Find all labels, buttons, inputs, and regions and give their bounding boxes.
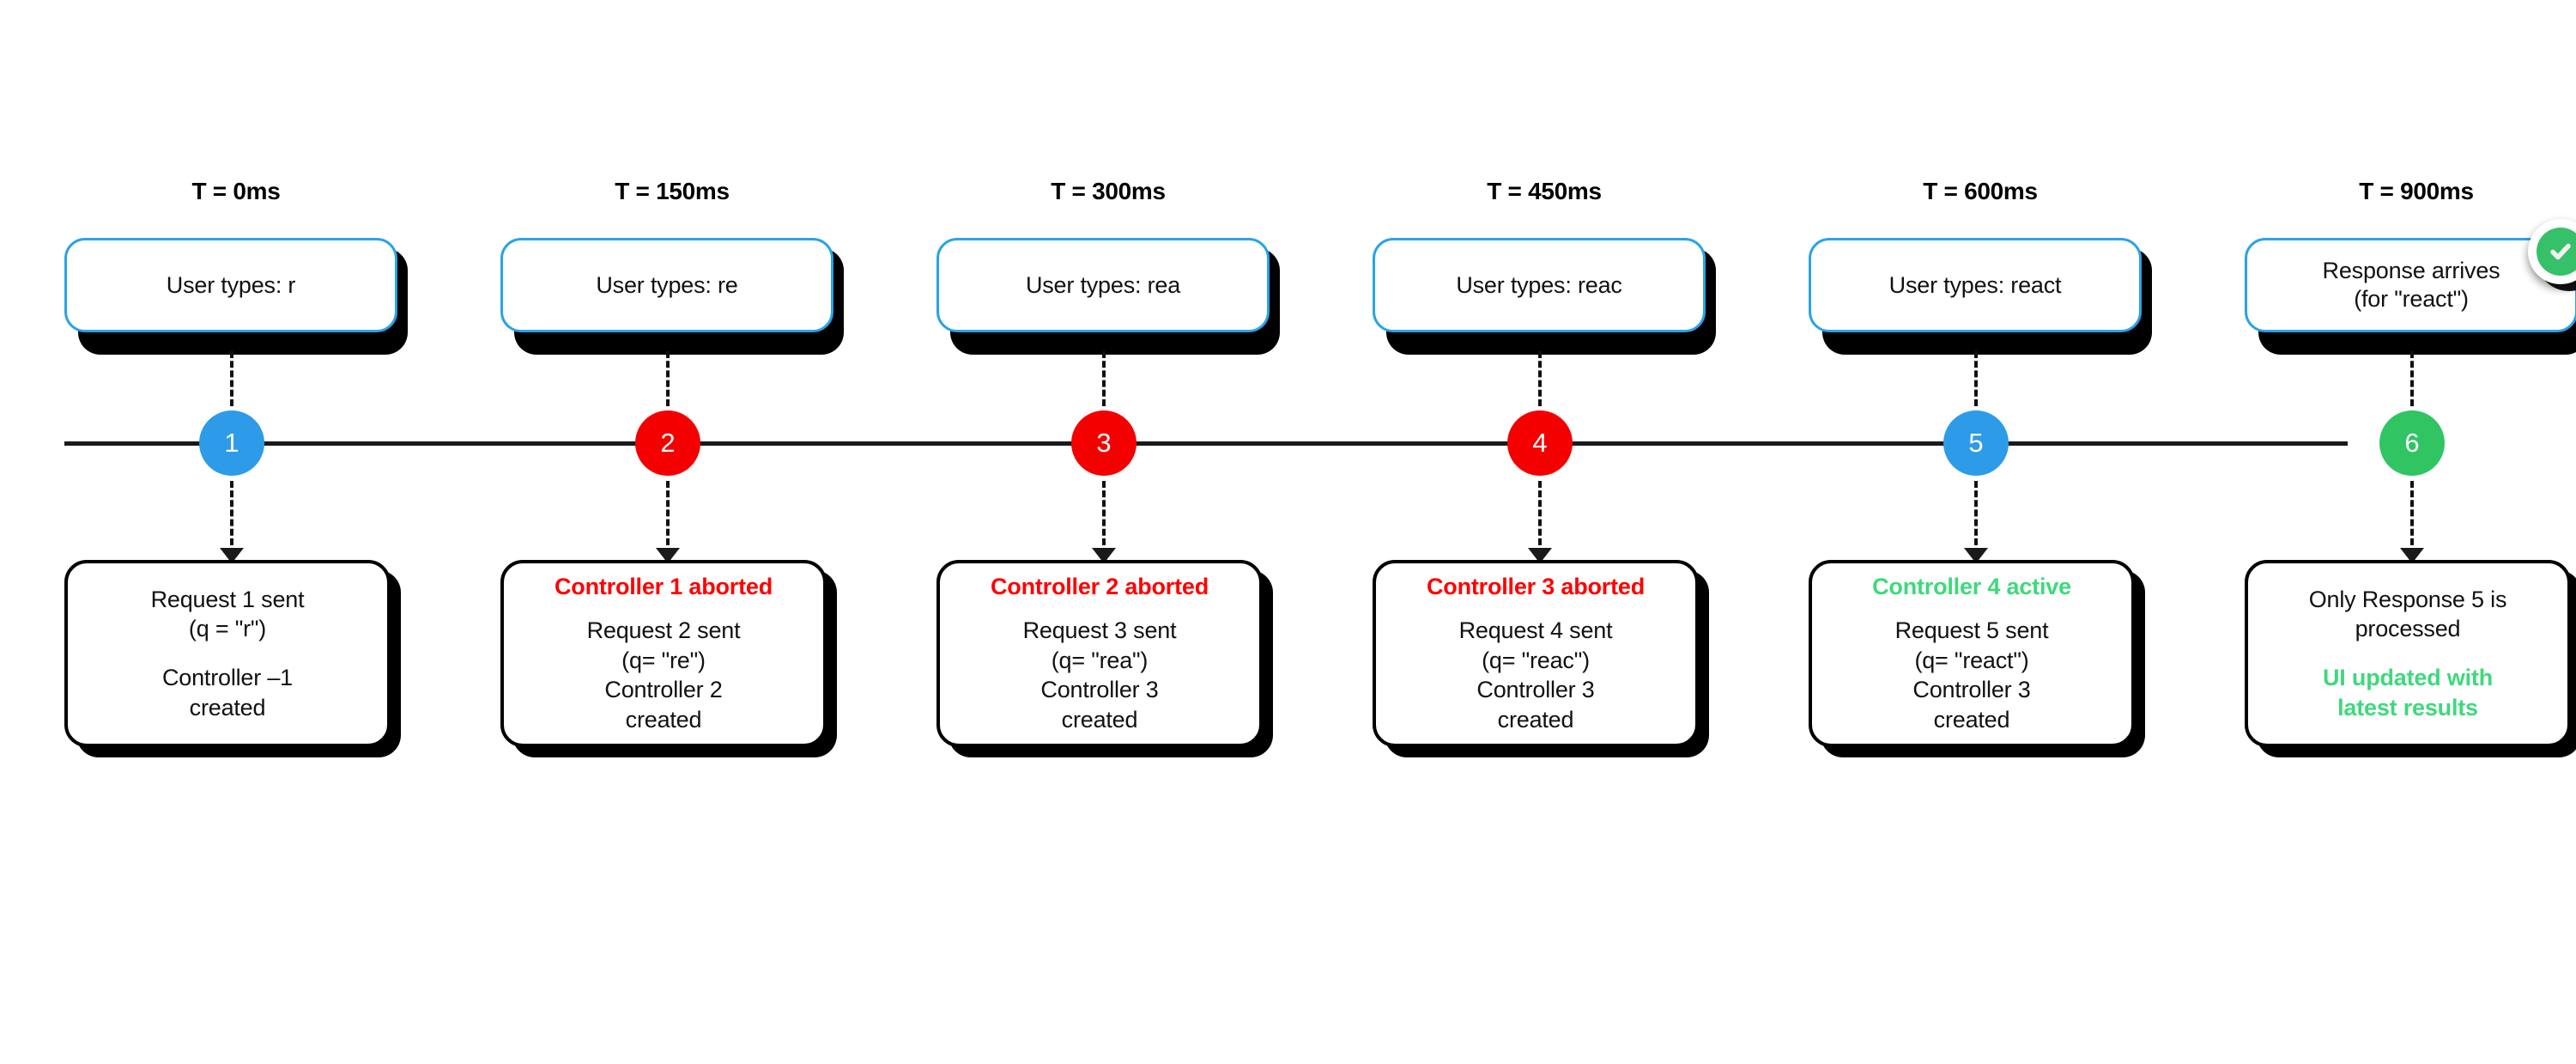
detail-footer-text: Controller –1 created <box>162 665 293 720</box>
connector-marker-to-box <box>1102 481 1106 555</box>
check-circle-icon <box>2528 219 2576 284</box>
status-text: Controller 1 aborted <box>554 573 773 599</box>
connector-marker-to-box <box>230 481 233 555</box>
detail-box-body: Request 1 sent (q = "r") Controller –1 cr… <box>64 560 391 747</box>
arrowhead-icon <box>1528 548 1552 563</box>
detail-box-body: Only Response 5 is processed UI updated w… <box>2245 560 2571 747</box>
arrowhead-icon <box>1092 548 1116 563</box>
event-card-text: User types: re <box>596 271 738 298</box>
time-label: T = 0ms <box>191 178 281 204</box>
detail-text: Request 1 sent (q = "r") <box>150 586 305 642</box>
detail-text: Request 2 sent (q= "re") Controller 2 cr… <box>586 617 741 733</box>
time-label: T = 900ms <box>2359 178 2474 204</box>
connector-marker-to-box <box>666 481 670 555</box>
connector-marker-to-box <box>1538 481 1542 555</box>
event-card[interactable]: User types: react <box>1809 238 2152 355</box>
time-label: T = 600ms <box>1923 178 2038 204</box>
status-text: Controller 3 aborted <box>1426 573 1646 599</box>
detail-text: Request 5 sent (q= "react") Controller 3… <box>1894 617 2049 733</box>
arrowhead-icon <box>1964 548 1988 563</box>
event-card-body: User types: reac <box>1373 238 1706 332</box>
detail-text: Request 3 sent (q= "rea") Controller 3 c… <box>1022 617 1177 733</box>
connector-card-to-marker <box>1974 351 1978 406</box>
timeline-marker-2[interactable]: 2 <box>635 410 700 476</box>
timeline-axis-line <box>64 441 2348 446</box>
timeline-marker-4[interactable]: 4 <box>1507 410 1573 476</box>
event-card-body: User types: re <box>500 238 833 332</box>
event-card[interactable]: User types: r <box>64 238 408 355</box>
connector-card-to-marker <box>2410 351 2414 406</box>
event-card-body: User types: rea <box>936 238 1270 332</box>
event-card-text: User types: reac <box>1456 271 1622 298</box>
timeline-marker-3[interactable]: 3 <box>1071 410 1136 476</box>
event-card-body: Response arrives (for "react") <box>2245 238 2576 332</box>
detail-box[interactable]: Request 1 sent (q = "r") Controller –1 cr… <box>64 560 408 757</box>
detail-text: Only Response 5 is processed <box>2308 586 2507 642</box>
detail-footer-text: UI updated with latest results <box>2323 665 2493 720</box>
connector-marker-to-box <box>2410 481 2414 555</box>
event-card-text: Response arrives (for "react") <box>2322 258 2500 312</box>
timeline-marker-6[interactable]: 6 <box>2379 410 2445 476</box>
status-text: Controller 2 aborted <box>990 573 1209 599</box>
arrowhead-icon <box>2400 548 2424 563</box>
connector-marker-to-box <box>1974 481 1978 555</box>
event-card-body: User types: r <box>64 238 397 332</box>
time-label: T = 300ms <box>1051 178 1166 204</box>
connector-card-to-marker <box>230 351 233 406</box>
connector-card-to-marker <box>1102 351 1106 406</box>
detail-text: Request 4 sent (q= "reac") Controller 3 … <box>1458 617 1613 733</box>
time-label: T = 450ms <box>1487 178 1602 204</box>
event-card[interactable]: User types: re <box>500 238 844 355</box>
event-card-text: User types: r <box>166 271 296 298</box>
event-card-body: User types: react <box>1809 238 2142 332</box>
arrowhead-icon <box>656 548 680 563</box>
event-card-text: User types: rea <box>1025 271 1181 298</box>
timeline-marker-1[interactable]: 1 <box>199 410 264 476</box>
connector-card-to-marker <box>666 351 670 406</box>
status-text: Controller 4 active <box>1872 573 2071 599</box>
event-card[interactable]: User types: rea <box>936 238 1280 355</box>
connector-card-to-marker <box>1538 351 1542 406</box>
event-card[interactable]: User types: reac <box>1373 238 1716 355</box>
time-label: T = 150ms <box>615 178 730 204</box>
check-circle-fill <box>2537 228 2576 276</box>
timeline-marker-5[interactable]: 5 <box>1943 410 2009 476</box>
detail-box[interactable]: Only Response 5 is processed UI updated w… <box>2245 560 2576 757</box>
event-card-text: User types: react <box>1888 271 2062 298</box>
event-card[interactable]: Response arrives (for "react") <box>2245 219 2576 355</box>
arrowhead-icon <box>220 548 244 563</box>
